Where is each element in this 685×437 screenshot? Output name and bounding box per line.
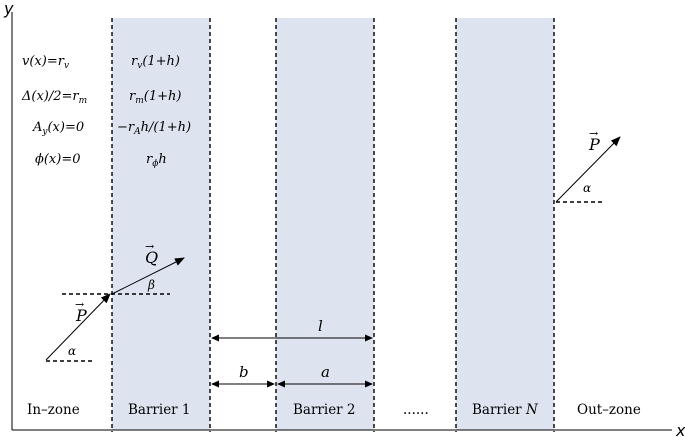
y-axis-label: y [3,0,14,18]
eq-velocity-barrier: rv(1+h) [131,54,180,71]
eq-gap-in: Δ(x)/2=rm [21,89,87,106]
outgoing-vector-mark: → [589,127,598,140]
eq-scalar-potential-barrier: rϕh [146,152,167,169]
outgoing-momentum-label: P [588,135,600,154]
out-zone-label: Out–zone [577,402,641,418]
eq-vector-potential-barrier: −rAh/(1+h) [117,120,191,137]
eq-velocity-in: v(x)=rv [22,54,69,71]
barrier-1-label: Barrier 1 [128,402,191,418]
outgoing-angle-label: α [583,181,591,195]
refracted-angle-label: β [147,278,155,292]
ellipsis-label: ...... [403,402,429,418]
refracted-vector-mark: → [145,240,154,253]
eq-gap-barrier: rm(1+h) [129,89,181,106]
gap-width-label: b [239,363,249,381]
barrier-n-label: Barrier N [472,402,539,418]
x-axis-label: x [675,421,685,437]
incident-momentum-label: P [75,306,87,325]
outgoing-momentum-arrow [555,136,621,203]
eq-scalar-potential-in: ϕ(x)=0 [35,152,81,167]
refracted-momentum-label: Q [145,248,158,267]
incident-angle-label: α [68,344,76,358]
barrier-width-label: a [321,363,330,381]
incident-momentum-arrow [45,293,111,361]
barrier-n-region [456,18,554,430]
in-zone-label: In–zone [27,402,80,418]
incident-vector-mark: → [75,298,84,311]
barrier-2-label: Barrier 2 [293,402,356,418]
barrier-2-region [276,18,374,430]
refracted-momentum-arrow [111,257,185,295]
barrier-1-region [112,18,210,430]
period-length-label: l [318,317,323,335]
eq-vector-potential-in: Ay(x)=0 [32,120,84,137]
